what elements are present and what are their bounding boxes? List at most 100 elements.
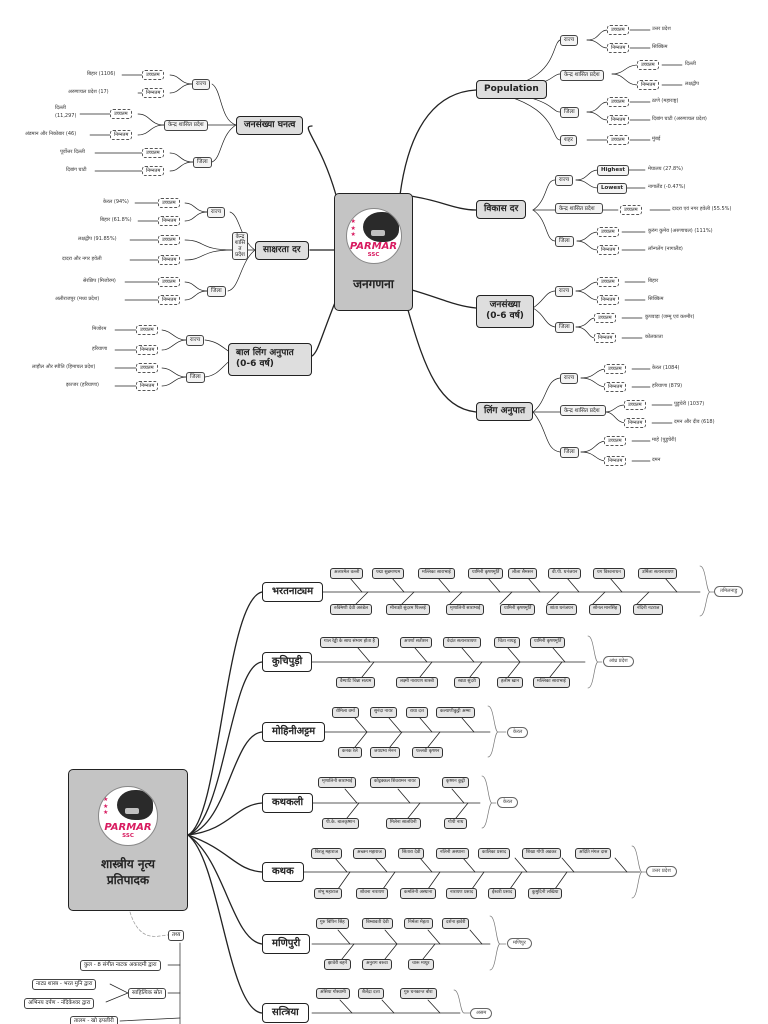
density-dist-low: दिबांग घाटी xyxy=(66,167,87,173)
sex-ratio-state-low: हरियाणा (879) xyxy=(652,383,683,389)
literacy-ut-low-tag: निम्नतम xyxy=(158,255,181,265)
child-ratio-state-high-tag: उच्चतम xyxy=(136,325,158,335)
child-population-node: जनसंख्या (0-6 वर्ष) xyxy=(476,295,534,328)
kathakali-exponent: मृणालिनी साराभाई xyxy=(318,777,357,788)
kathak-exponent: कालिका प्रसाद xyxy=(478,848,511,859)
fact-literary-sources: साहित्यिक स्रोत xyxy=(128,988,167,999)
star-icon: ★★★ xyxy=(103,796,109,817)
kathak-exponent: कुमुदिनी लखिया xyxy=(528,888,563,899)
kathak-exponent: नलिनी अस्थाना xyxy=(436,848,469,859)
kuchipudi-exponent: हलीम खान xyxy=(497,677,524,688)
manipuri-exponent: निर्मला मेहता xyxy=(404,918,433,929)
bharatanatyam-exponent: शांता धनंजयन xyxy=(546,604,578,615)
lion-icon xyxy=(117,790,153,820)
literacy-dist-low: अलीराजपुर (मध्य प्रदेश) xyxy=(55,296,100,302)
bharatanatyam-exponent: मल्लिका साराभाई xyxy=(418,568,455,579)
mohiniattam-state: केरल xyxy=(507,727,529,738)
child-pop-district: जिला xyxy=(555,322,574,333)
literacy-dist-low-tag: निम्नतम xyxy=(158,295,181,305)
manipuri-exponent: अनुराग बरुवा xyxy=(362,959,392,970)
child-pop-dist-high: कुपवाड़ा (जम्मू एवं कश्मीर) xyxy=(645,314,695,320)
population-city-high: मुंबई xyxy=(652,136,661,142)
sex-ratio-ut-high: पुडुचेरी (1037) xyxy=(674,401,705,407)
growth-dist-high: कुरुंग कुमेय (अरुणाचल) (111%) xyxy=(648,228,713,234)
mohiniattam-exponent: कल्याणीकुट्टी अम्मा xyxy=(436,707,475,718)
dance-bharatanatyam: भरतनाट्यम xyxy=(262,582,324,602)
sex-ratio-dist-high-tag: उच्चतम xyxy=(604,436,626,446)
population-state-high: उत्तर प्रदेश xyxy=(652,26,671,32)
bharatanatyam-exponent: यामिनी कृष्णमूर्ति xyxy=(500,604,536,615)
density-dist-high: पूर्वोत्तर दिल्ली xyxy=(60,149,85,155)
kathak-exponent: सितारा देवी xyxy=(398,848,425,859)
growth-dist-low-tag: निम्नतम xyxy=(597,245,620,255)
child-ratio-dist-low: झज्जर (हरियाणा) xyxy=(66,382,99,388)
literacy-ut-low: दादरा और नगर हवेली xyxy=(62,256,102,262)
kathak-state: उत्तर प्रदेश xyxy=(646,866,677,877)
sex-ratio-dist-high: माहे (पुडुचेरी) xyxy=(652,437,677,443)
bharatanatyam-exponent: यामिनी कृष्णमूर्ति xyxy=(468,568,504,579)
density-state-low: अरुणाचल प्रदेश (17) xyxy=(68,89,109,95)
child-ratio-dist-high-tag: उच्चतम xyxy=(136,363,158,373)
sex-ratio-dist-low: दमन xyxy=(652,457,661,463)
literacy-node: साक्षरता दर xyxy=(255,241,309,260)
sattriya-exponent: शैलेंद्रा दत्ता xyxy=(358,988,384,999)
manipuri-exponent: बिम्बावती देवी xyxy=(362,918,393,929)
mohiniattam-exponent: कनक रेले xyxy=(338,747,362,758)
literacy-state-low-tag: निम्नतम xyxy=(158,216,181,226)
dance-mohiniattam: मोहिनीअट्टम xyxy=(262,722,326,742)
mohiniattam-exponent: रोमिला वर्मा xyxy=(332,707,359,718)
dance-manipuri: मणिपुरी xyxy=(262,934,311,954)
dance-sattriya: सत्त्रिया xyxy=(262,1003,309,1023)
dance-kathakali: कथकली xyxy=(262,793,314,813)
kathak-exponent: शंभू महाराज xyxy=(314,888,343,899)
kathak-exponent: शोवना नारायण xyxy=(356,888,389,899)
density-ut: केन्द्र शासित प्रदेश xyxy=(164,120,208,131)
growth-state-high-tag: Highest xyxy=(597,165,629,176)
population-state-low-tag: निम्नतम xyxy=(607,43,630,53)
density-ut-high-tag: उच्चतम xyxy=(110,109,132,119)
dance-kathak: कथक xyxy=(262,862,304,882)
bharatanatyam-state: तमिलनाडु xyxy=(714,586,744,597)
bharatanatyam-exponent: पद्मा सुब्रमण्यम xyxy=(372,568,405,579)
population-dist-low-tag: निम्नतम xyxy=(607,115,630,125)
child-pop-state-low-tag: निम्नतम xyxy=(597,295,620,305)
growth-dist-low: लॉन्गलेंग (नागालैंड) xyxy=(648,246,683,252)
growth-state-high: मेघालय (27.8%) xyxy=(648,166,683,172)
sex-ratio-ut-high-tag: उच्चतम xyxy=(624,400,646,410)
population-ut-high-tag: उच्चतम xyxy=(637,60,659,70)
sex-ratio-state-low-tag: निम्नतम xyxy=(604,382,627,392)
literacy-state-low: बिहार (61.8%) xyxy=(100,217,132,223)
literacy-district: जिला xyxy=(207,286,226,297)
population-state-high-tag: उच्चतम xyxy=(607,25,629,35)
population-node: Population xyxy=(476,80,547,99)
sex-ratio-state-high: केरल (1084) xyxy=(652,365,680,371)
population-ut-high: दिल्ली xyxy=(685,61,696,67)
bharatanatyam-exponent: अलारमेल वल्ली xyxy=(330,568,364,579)
parmar-logo: ★★★ PARMAR SSC xyxy=(345,208,402,264)
literacy-state-high: केरल (94%) xyxy=(103,199,129,205)
manipuri-exponent: चारू माथुर xyxy=(408,959,434,970)
bharatanatyam-exponent: लीला सैमसन xyxy=(508,568,538,579)
population-city: शहर xyxy=(560,135,577,146)
bharatanatyam-exponent: उर्मिला सत्यनारायण xyxy=(638,568,678,579)
manipuri-exponent: झावेरी बहनें xyxy=(324,959,351,970)
bharatanatyam-exponent: नंदिनी नटराज xyxy=(633,604,664,615)
sex-ratio-ut-low: दमन और दीव (618) xyxy=(674,419,715,425)
kuchipudi-exponent: गाल रेड्डी के साथ संभाग होता है xyxy=(320,637,379,648)
child-ratio-state-high: मिजोरम xyxy=(92,326,107,332)
kuchipudi-exponent: मल्लिका साराभाई xyxy=(533,677,570,688)
literacy-ut-high: लक्षद्वीप (91.85%) xyxy=(78,236,117,242)
density-state: राज्य xyxy=(192,79,211,90)
fact-talam: तालम - खो ढ़पलीरी xyxy=(70,1016,118,1024)
star-icon: ★★★ xyxy=(350,218,356,239)
kuchipudi-exponent: चिंता नायडू xyxy=(494,637,520,648)
kathakali-exponent: कोट्टक्कल शिवरामन नायर xyxy=(370,777,420,788)
child-ratio-state-low-tag: निम्नतम xyxy=(136,345,159,355)
growth-node: विकास दर xyxy=(476,200,527,219)
population-state: राज्य xyxy=(560,35,579,46)
sattriya-exponent: गुरु घनकान्त बोरा xyxy=(400,988,437,999)
manipuri-exponent: दर्शना झवेरी xyxy=(442,918,470,929)
density-dist-low-tag: निम्नतम xyxy=(142,166,165,176)
